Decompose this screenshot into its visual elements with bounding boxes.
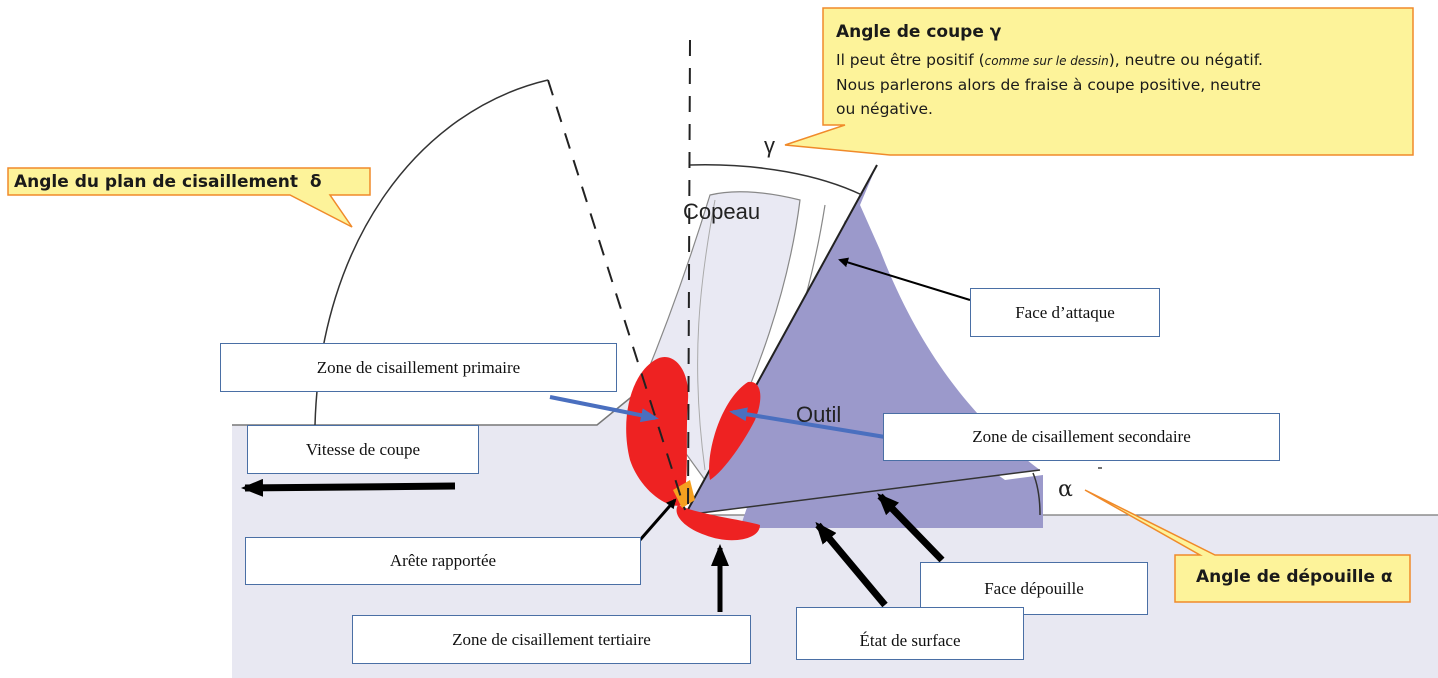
face-depouille-box: Face dépouille	[920, 562, 1148, 615]
gamma-callout-title: Angle de coupe γ	[836, 22, 1002, 42]
gamma-callout-line1: Il peut être positif (comme sur le dessi…	[836, 48, 1411, 73]
alpha-callout: Angle de dépouille α	[1196, 567, 1393, 587]
alpha-symbol: α	[1058, 477, 1073, 502]
arete-box: Arête rapportée	[245, 537, 641, 585]
zone-primaire-box: Zone de cisaillement primaire	[220, 343, 617, 392]
vertical-reference-line	[687, 39, 691, 511]
face-attaque-box: Face d’attaque	[970, 288, 1160, 337]
flank-face-line	[684, 469, 1041, 516]
gamma-symbol: γ	[764, 133, 775, 158]
chip-inner-curve	[697, 199, 716, 471]
rake-face-arrow	[838, 257, 971, 301]
zone-secondaire-box: Zone de cisaillement secondaire	[883, 413, 1280, 461]
delta-callout: Angle du plan de cisaillement δ	[14, 172, 322, 192]
gamma-arc	[689, 164, 863, 196]
etat-surface-box: État de surface	[796, 607, 1024, 660]
gamma-callout: Angle de coupe γ Il peut être positif (c…	[836, 22, 1411, 121]
delta-callout-shape	[7, 167, 371, 228]
gamma-callout-line3: ou négative.	[836, 100, 933, 118]
gamma-callout-line2: Nous parlerons alors de fraise à coupe p…	[836, 76, 1261, 94]
secondary-shear-zone	[709, 381, 761, 480]
copeau-label: Copeau	[683, 199, 761, 224]
bue-arrow	[638, 498, 677, 541]
workpiece-edge	[232, 389, 641, 426]
gamma-line1-italic: comme sur le dessin	[984, 54, 1109, 68]
alpha-arc	[1032, 472, 1041, 516]
cutting-speed-arrow	[241, 478, 456, 497]
zone-tertiaire-box: Zone de cisaillement tertiaire	[352, 615, 751, 664]
vitesse-box: Vitesse de coupe	[247, 425, 479, 474]
gamma-line1-end: ), neutre ou négatif.	[1108, 51, 1263, 69]
primary-shear-zone	[626, 356, 689, 506]
primary-zone-arrow	[549, 395, 659, 423]
secondary-zone-arrow	[729, 407, 886, 439]
shear-plane-line	[547, 79, 686, 511]
gamma-callout-shape	[784, 7, 1414, 156]
flank-face-arrow	[877, 493, 945, 563]
tertiary-shear-zone	[676, 505, 760, 541]
alpha-callout-shape	[1084, 489, 1411, 603]
gamma-line1-start: Il peut être positif (	[836, 51, 985, 69]
outil-label: Outil	[796, 402, 842, 427]
surface-state-arrow	[815, 521, 888, 608]
